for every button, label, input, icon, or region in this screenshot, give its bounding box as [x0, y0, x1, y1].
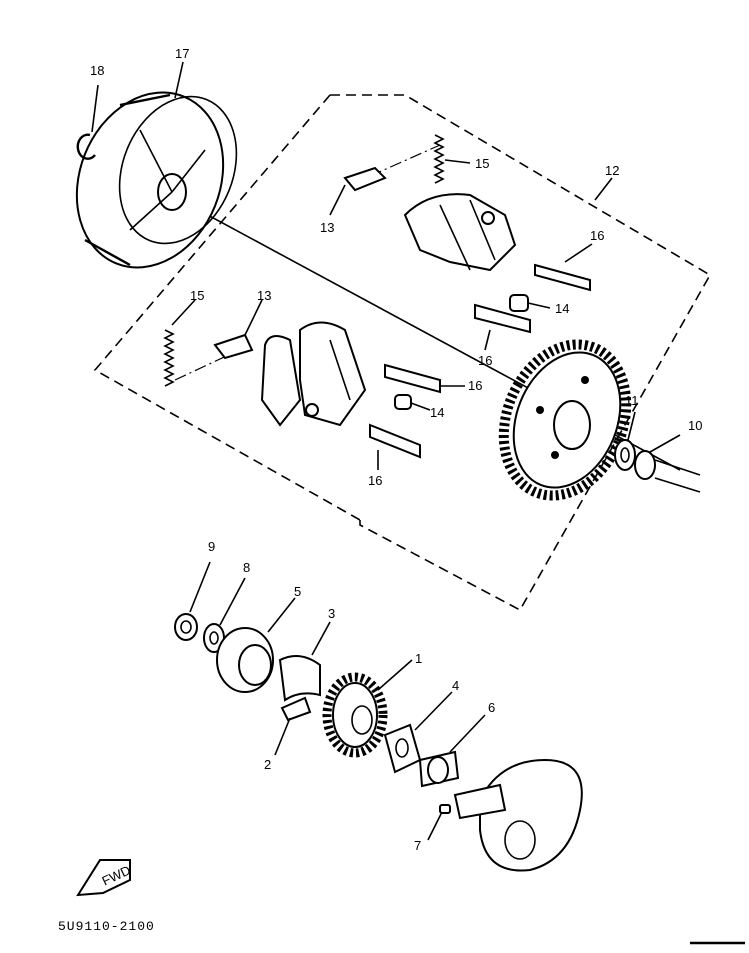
plate-4 — [383, 691, 453, 774]
label-18: 18 — [90, 63, 104, 78]
label-15-lower: 15 — [190, 288, 204, 303]
pin-16-lower-b — [369, 423, 421, 470]
primary-gear-12 — [498, 339, 632, 501]
label-13-lower: 13 — [257, 288, 271, 303]
spring-15-upper — [433, 134, 471, 184]
label-14-upper: 14 — [555, 301, 569, 316]
key-2 — [274, 696, 312, 756]
leader-16-upper-a — [564, 243, 593, 263]
label-6: 6 — [488, 700, 495, 715]
label-13-upper: 13 — [320, 220, 334, 235]
label-7: 7 — [414, 838, 421, 853]
label-16-lower-b: 16 — [368, 473, 382, 488]
clutch-shoe-upper — [403, 193, 517, 272]
spring-15-lower — [163, 299, 196, 387]
label-3: 3 — [328, 606, 335, 621]
label-10: 10 — [688, 418, 702, 433]
label-8: 8 — [243, 560, 250, 575]
label-16-upper-b: 16 — [478, 353, 492, 368]
plate-13-upper — [329, 166, 387, 216]
pin-16-upper-a — [534, 263, 591, 292]
pin-16-upper-b — [474, 303, 531, 334]
pin-7 — [427, 804, 451, 841]
label-9: 9 — [208, 539, 215, 554]
bearing-6 — [418, 714, 486, 788]
label-16-lower-a: 16 — [468, 378, 482, 393]
one-way-clutch-housing-5 — [216, 597, 296, 693]
leader-16-upper-b — [484, 329, 491, 351]
gear-1 — [322, 659, 413, 758]
nut-9 — [174, 561, 211, 641]
label-1: 1 — [415, 651, 422, 666]
circlip-18 — [76, 84, 99, 160]
clutch-shoe-lower — [260, 321, 367, 427]
plate-13-lower — [213, 299, 263, 360]
label-15-upper: 15 — [475, 156, 489, 171]
leader-12 — [594, 177, 613, 201]
weight-14-upper — [509, 294, 551, 312]
label-14-lower: 14 — [430, 405, 444, 420]
pin-16-lower-a — [384, 363, 465, 394]
leader-17 — [174, 61, 184, 99]
one-way-clutch-3 — [278, 621, 331, 702]
washer-11 — [614, 411, 636, 471]
label-17: 17 — [175, 46, 189, 61]
label-12: 12 — [605, 163, 619, 178]
assembly-boundary — [93, 94, 712, 612]
label-5: 5 — [294, 584, 301, 599]
label-11: 11 — [625, 393, 639, 408]
fwd-arrow-icon: FWD — [76, 859, 133, 897]
label-16-upper-a: 16 — [590, 228, 604, 243]
label-2: 2 — [264, 757, 271, 772]
weight-14-lower — [394, 394, 431, 411]
crankshaft-web — [453, 758, 583, 872]
nut-10 — [634, 434, 701, 493]
callout-labels: 1 2 3 4 5 6 7 8 9 10 11 12 13 13 14 14 1… — [90, 46, 702, 853]
clutch-housing — [75, 91, 238, 269]
diagram-code: 5U9110-2100 — [58, 919, 155, 934]
label-4: 4 — [452, 678, 459, 693]
